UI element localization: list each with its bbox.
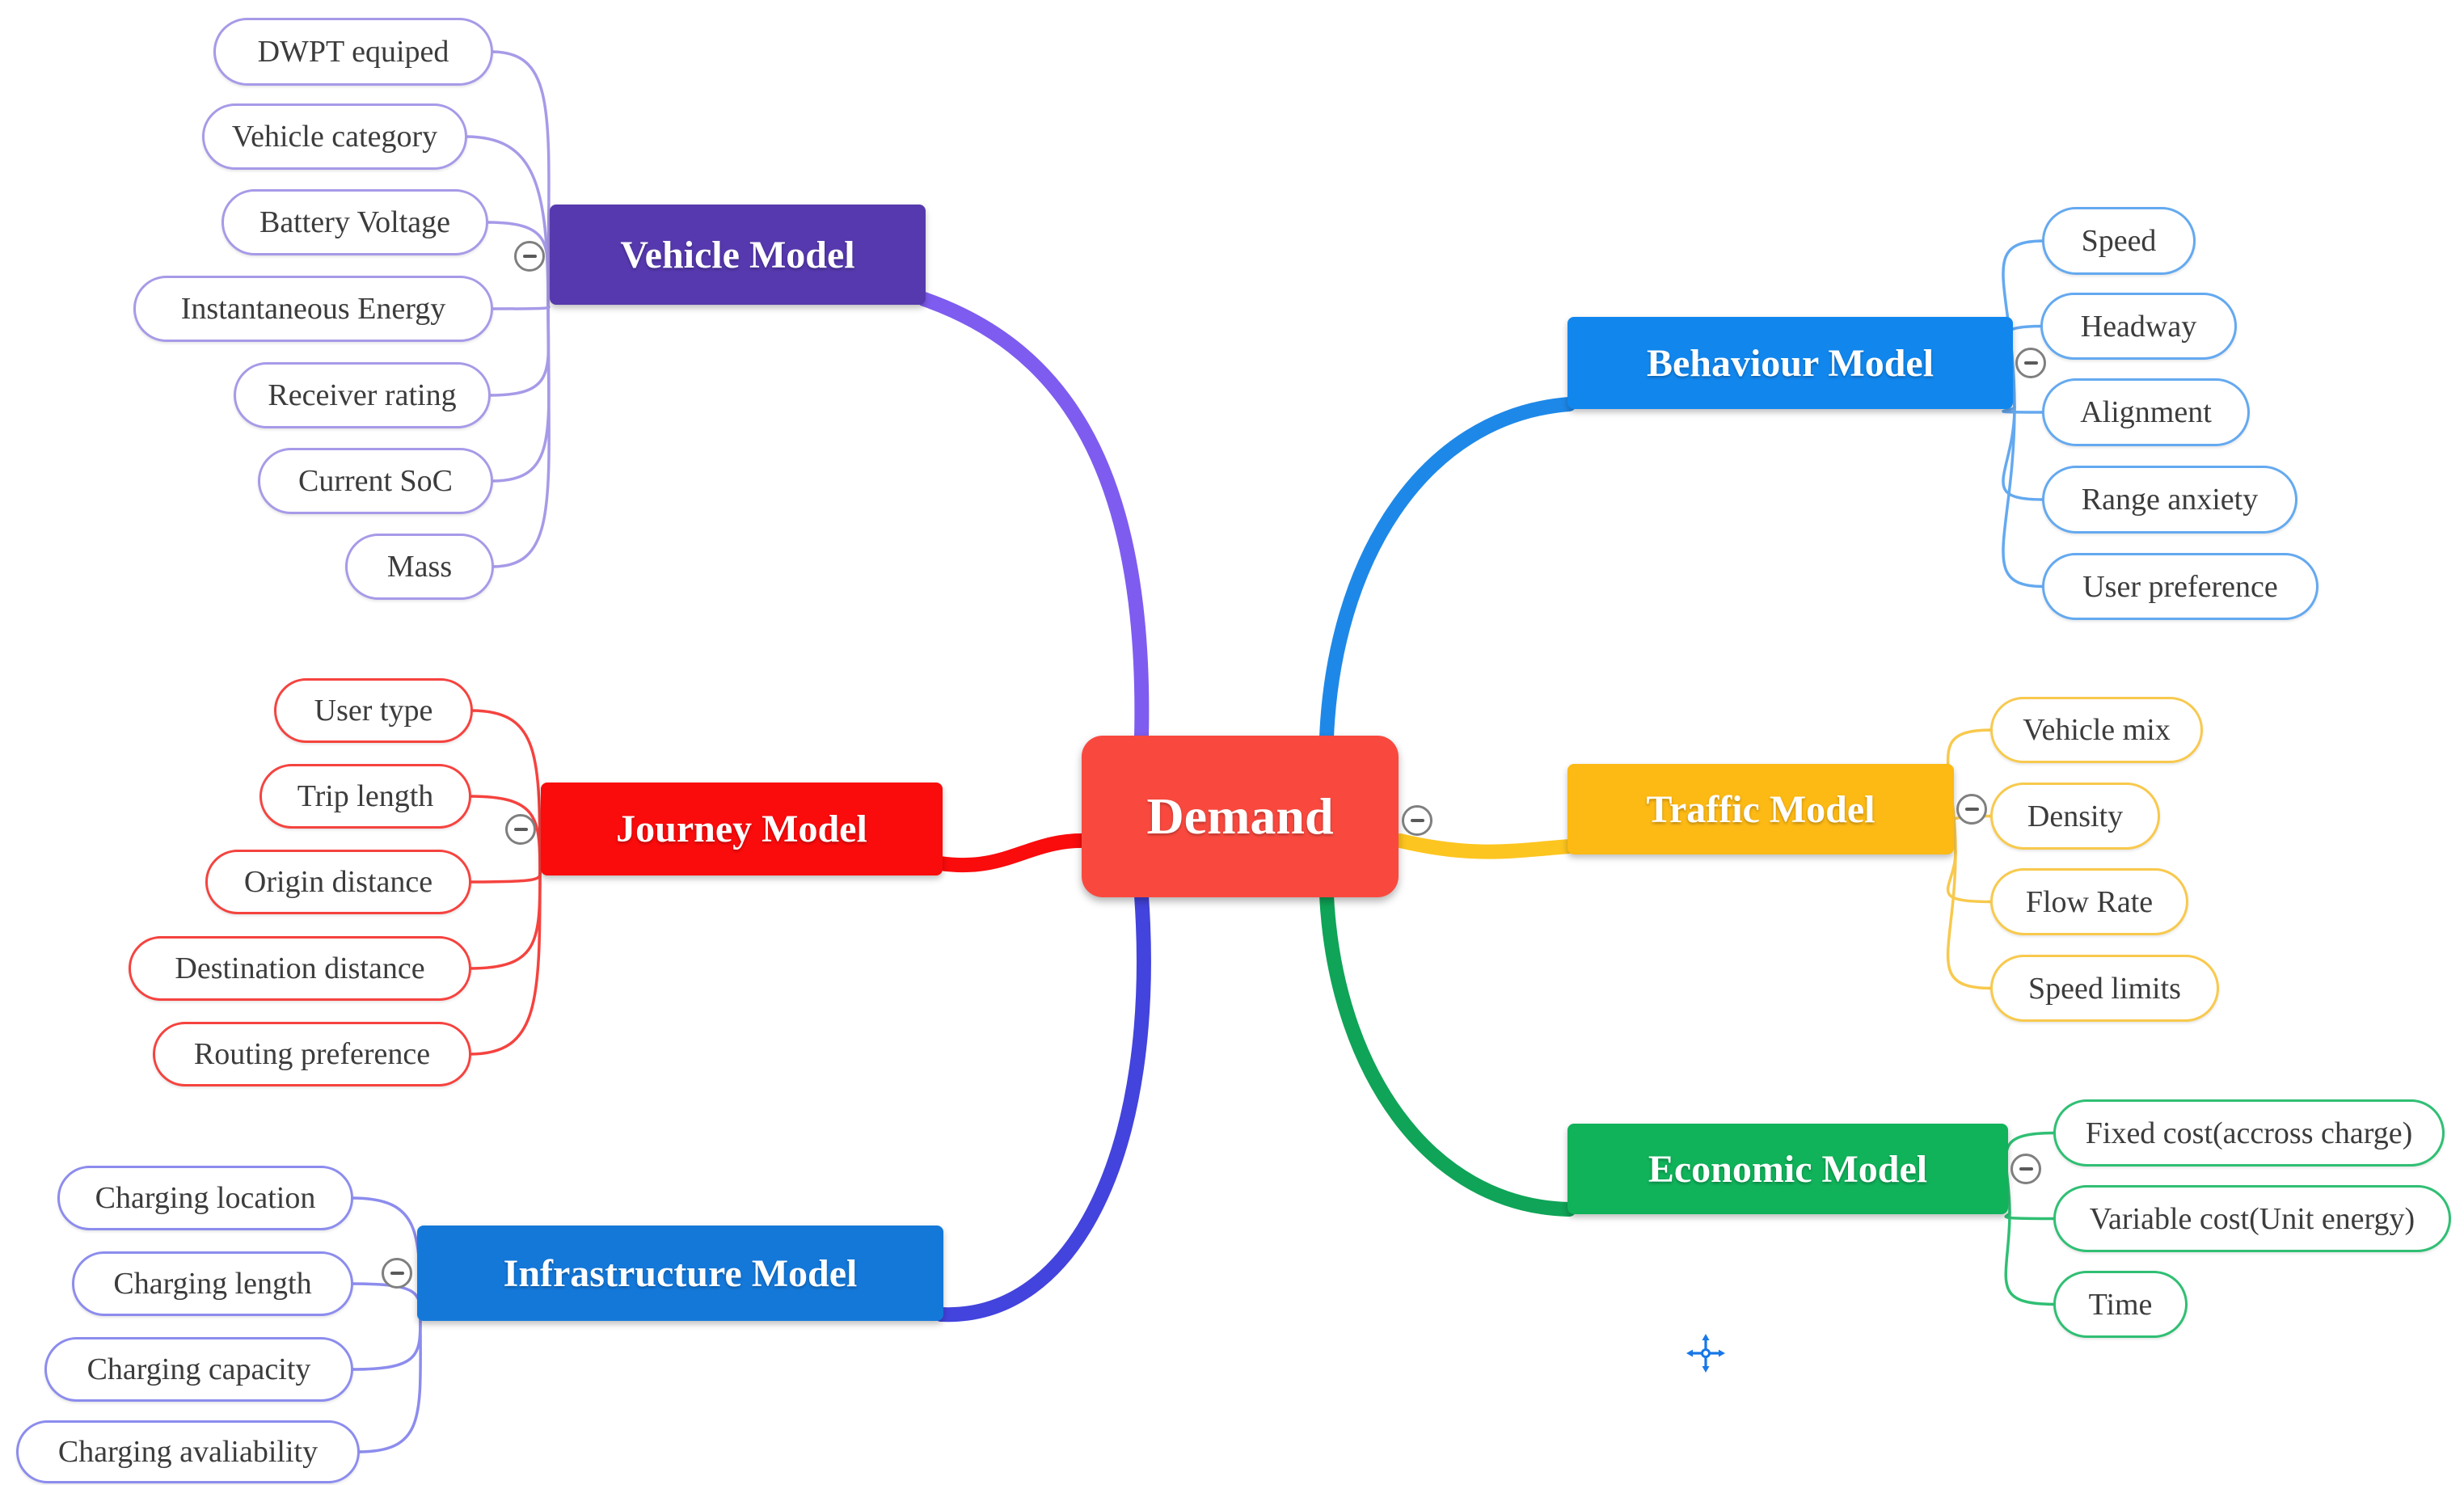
child-connector: [2004, 1211, 2057, 1221]
collapse-button[interactable]: [505, 814, 536, 845]
minus-icon: [390, 1272, 404, 1275]
child-connector: [485, 221, 551, 307]
child-node-behaviour-3[interactable]: Range anxiety: [2042, 466, 2297, 534]
central-topic-demand[interactable]: Demand: [1082, 736, 1399, 897]
branch-curve-journey: [933, 833, 1094, 873]
minus-icon: [522, 255, 537, 258]
child-connector: [350, 1196, 422, 1319]
branch-curve-vehicle: [917, 292, 1150, 745]
child-node-infrastructure-1[interactable]: Charging length: [72, 1251, 353, 1316]
collapse-button[interactable]: [2015, 348, 2046, 378]
child-connector: [468, 871, 542, 970]
child-connector: [487, 304, 551, 397]
child-node-journey-2[interactable]: Origin distance: [205, 850, 471, 914]
child-node-infrastructure-2[interactable]: Charging capacity: [44, 1337, 353, 1402]
branch-node-journey[interactable]: Journey Model: [541, 783, 943, 875]
minus-icon: [513, 828, 528, 831]
child-connector: [468, 871, 542, 884]
child-connector: [490, 304, 551, 310]
child-connector: [1946, 850, 1994, 990]
branch-node-economic[interactable]: Economic Model: [1567, 1124, 2008, 1214]
child-connector: [491, 304, 551, 568]
child-node-economic-1[interactable]: Variable cost(Unit energy): [2053, 1185, 2451, 1252]
child-connector: [1946, 728, 1994, 854]
minus-icon: [2019, 1167, 2033, 1171]
child-connector: [468, 871, 542, 1056]
child-node-vehicle-5[interactable]: Current SoC: [258, 448, 493, 514]
collapse-button[interactable]: [1956, 794, 1987, 825]
child-node-economic-2[interactable]: Time: [2053, 1271, 2188, 1338]
child-connector: [468, 795, 542, 875]
child-node-behaviour-2[interactable]: Alignment: [2042, 378, 2250, 446]
child-connector: [490, 50, 551, 307]
collapse-button[interactable]: [382, 1258, 412, 1289]
branch-curve-economic: [1319, 888, 1576, 1217]
child-node-vehicle-4[interactable]: Receiver rating: [234, 362, 491, 428]
child-node-traffic-2[interactable]: Flow Rate: [1990, 868, 2188, 935]
child-node-behaviour-1[interactable]: Headway: [2040, 293, 2237, 360]
child-node-journey-3[interactable]: Destination distance: [129, 936, 471, 1001]
child-node-vehicle-6[interactable]: Mass: [345, 534, 494, 600]
child-node-infrastructure-0[interactable]: Charging location: [57, 1166, 353, 1230]
child-node-behaviour-4[interactable]: User preference: [2042, 553, 2318, 620]
branch-node-traffic[interactable]: Traffic Model: [1567, 764, 1954, 854]
minus-icon: [1410, 819, 1424, 822]
minus-icon: [1964, 808, 1979, 811]
child-node-infrastructure-3[interactable]: Charging avaliability: [16, 1420, 360, 1483]
move-cursor-icon: [1686, 1334, 1725, 1377]
branch-curve-traffic: [1393, 833, 1576, 859]
branch-curve-behaviour: [1319, 397, 1576, 745]
child-node-traffic-3[interactable]: Speed limits: [1990, 955, 2219, 1022]
child-connector: [350, 1316, 422, 1371]
child-node-vehicle-2[interactable]: Battery Voltage: [222, 189, 488, 255]
collapse-button[interactable]: [2010, 1154, 2041, 1184]
collapse-button[interactable]: [514, 241, 545, 272]
child-connector: [350, 1282, 422, 1319]
branch-curve-infrastructure: [934, 888, 1151, 1323]
child-node-economic-0[interactable]: Fixed cost(accross charge): [2053, 1099, 2445, 1166]
collapse-button[interactable]: [1402, 805, 1432, 836]
child-connector: [2004, 1211, 2057, 1306]
child-node-journey-1[interactable]: Trip length: [259, 764, 471, 829]
child-node-vehicle-1[interactable]: Vehicle category: [202, 103, 467, 170]
child-node-traffic-0[interactable]: Vehicle mix: [1990, 697, 2203, 763]
branch-node-infrastructure[interactable]: Infrastructure Model: [417, 1226, 943, 1321]
child-node-traffic-1[interactable]: Density: [1990, 783, 2160, 850]
child-node-journey-0[interactable]: User type: [274, 678, 473, 743]
child-node-vehicle-0[interactable]: DWPT equiped: [213, 18, 493, 86]
child-node-behaviour-0[interactable]: Speed: [2042, 207, 2196, 275]
child-node-vehicle-3[interactable]: Instantaneous Energy: [133, 276, 493, 342]
branch-node-vehicle[interactable]: Vehicle Model: [550, 205, 926, 305]
child-connector: [470, 709, 542, 875]
child-connector: [2002, 406, 2045, 589]
branch-node-behaviour[interactable]: Behaviour Model: [1567, 317, 2013, 409]
child-node-journey-4[interactable]: Routing preference: [153, 1022, 471, 1086]
child-connector: [357, 1316, 422, 1453]
minus-icon: [2023, 361, 2038, 365]
